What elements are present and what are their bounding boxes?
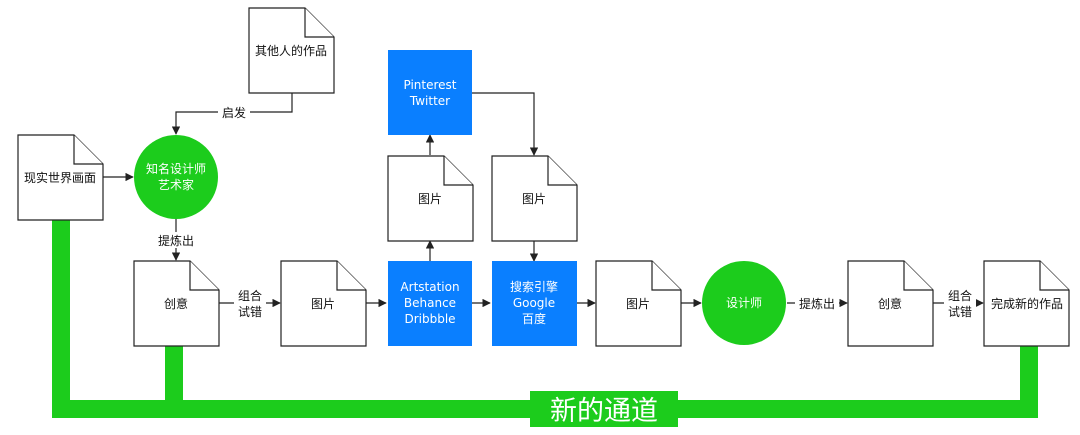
node-idea-2-label: 创意 [878,296,902,311]
node-real-world: 现实世界画面 [17,134,104,221]
node-picture-2-label: 图片 [626,297,650,311]
node-artstation-line1: Artstation [400,280,459,294]
node-pinterest-line2: Twitter [409,94,450,108]
node-others-work-label: 其他人的作品 [255,43,327,58]
node-pinterest: Pinterest Twitter [388,50,472,135]
node-picture-1: 图片 [280,260,367,347]
node-search-engine-line1: 搜索引擎 [510,279,558,294]
edge-label-combine-1-line2: 试错 [238,304,262,319]
node-artstation: Artstation Behance Dribbble [388,261,472,346]
node-designer-label: 设计师 [726,296,762,310]
node-others-work: 其他人的作品 [248,7,335,94]
document-nodes: 其他人的作品 现实世界画面 创意 图片 图片 图片 图片 创意 [17,7,1070,347]
edge-pinterest-to-picture-down [472,92,539,156]
node-artstation-line3: Dribbble [404,312,455,326]
node-picture-up: 图片 [387,155,474,242]
platform-nodes: Pinterest Twitter Artstation Behance Dri… [388,50,577,346]
channel-label-box [530,391,678,427]
node-picture-1-label: 图片 [311,297,335,311]
node-search-engine-line3: 百度 [522,311,546,326]
channel-label: 新的通道 [550,396,658,427]
channel-mid-bar [165,345,183,418]
node-famous-designer-line1: 知名设计师 [146,161,206,176]
node-pinterest-line1: Pinterest [403,78,456,92]
node-picture-down-label: 图片 [522,192,546,206]
designer-nodes: 知名设计师 艺术家 设计师 [134,135,786,345]
node-famous-designer: 知名设计师 艺术家 [134,135,218,219]
node-picture-up-label: 图片 [418,192,442,206]
node-idea-1-label: 创意 [164,296,188,311]
node-search-engine-line2: Google [513,296,555,310]
edge-labels: 启发 提炼出 组合 试错 提炼出 组合 试错 [154,104,976,319]
node-search-engine: 搜索引擎 Google 百度 [492,261,577,346]
edge-label-combine-2-line1: 组合 [948,288,972,303]
channel-left-bar [52,218,70,418]
channel-right-bar [1020,345,1038,418]
edge-label-inspire: 启发 [222,105,246,120]
edge-label-combine-1-line1: 组合 [238,288,262,303]
node-artstation-line2: Behance [404,296,456,310]
new-channel: 新的通道 [52,218,1038,427]
edge-label-refine-1: 提炼出 [158,233,194,248]
node-designer: 设计师 [702,261,786,345]
edge-label-combine-2-line2: 试错 [948,304,972,319]
node-famous-designer-line2: 艺术家 [158,177,194,192]
node-real-world-label: 现实世界画面 [24,170,96,185]
node-idea-1: 创意 [133,260,220,347]
node-picture-down: 图片 [491,155,578,242]
node-picture-2: 图片 [595,260,682,347]
edge-label-refine-2: 提炼出 [799,296,835,311]
node-new-work-label: 完成新的作品 [991,296,1063,311]
node-new-work: 完成新的作品 [983,260,1070,347]
node-idea-2: 创意 [847,260,934,347]
